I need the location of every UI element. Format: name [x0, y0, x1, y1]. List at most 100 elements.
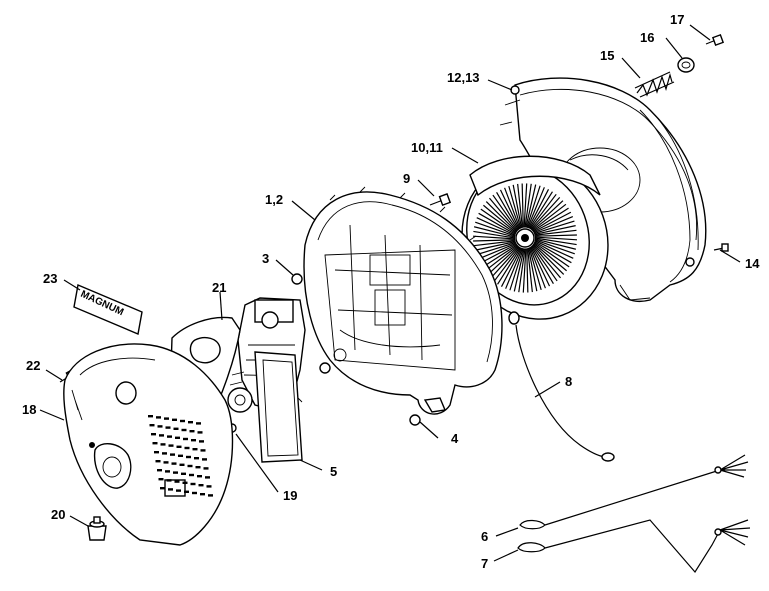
fan-blade — [534, 237, 577, 246]
fan-wheel — [461, 155, 609, 320]
part-number-labels: 17 16 15 12,13 10,11 9 1,2 3 14 23 21 22… — [22, 12, 760, 571]
fan-blade — [531, 200, 564, 231]
fan-blade — [534, 241, 572, 264]
label-3: 3 — [262, 251, 269, 266]
label-7: 7 — [481, 556, 488, 571]
grille-slot — [198, 484, 204, 487]
fan-blade — [476, 242, 517, 260]
fan-blade — [533, 241, 570, 268]
grille-slot — [184, 446, 190, 450]
fan-blade — [475, 221, 516, 237]
grille-slot — [168, 444, 174, 447]
fan-blade — [534, 236, 578, 241]
grille-slot — [189, 473, 194, 477]
fan-blade — [473, 230, 516, 239]
fan-blade — [473, 240, 516, 247]
fan-blade — [473, 239, 516, 242]
fan-blade — [526, 185, 541, 228]
grille-slot — [170, 453, 175, 456]
fan-blade — [513, 248, 525, 292]
label-17: 17 — [670, 12, 684, 27]
grille-slot — [181, 428, 187, 432]
screw-14 — [713, 243, 729, 252]
front-shroud — [63, 343, 234, 546]
fan-blade — [504, 187, 521, 230]
grille-slot — [164, 417, 169, 420]
grille-slot — [171, 462, 177, 465]
fan-blade — [489, 246, 520, 280]
fan-blade — [508, 185, 522, 229]
grille-slot — [202, 458, 207, 461]
fan-blade — [518, 248, 526, 293]
label-8: 8 — [565, 374, 572, 389]
fan-blade — [530, 245, 554, 285]
grille-slot — [173, 471, 178, 474]
grille-slot — [194, 457, 199, 460]
grille-slot — [160, 487, 165, 490]
grille-slot — [165, 426, 171, 429]
grille-slot — [203, 467, 209, 470]
grille-slot — [172, 418, 177, 421]
fan-blade — [526, 248, 529, 293]
label-5: 5 — [330, 464, 337, 479]
grille-slot — [200, 493, 205, 496]
grille-slot — [156, 416, 161, 419]
fan-blade — [534, 239, 575, 255]
label-16: 16 — [640, 30, 654, 45]
throttle-cable-7 — [517, 519, 751, 574]
label-18: 18 — [22, 402, 36, 417]
fan-blade — [534, 225, 576, 235]
fan-blade — [483, 244, 519, 273]
fan-blade — [474, 241, 516, 251]
fan-blade — [505, 247, 523, 289]
fan-blade — [532, 243, 565, 275]
label-14: 14 — [745, 256, 760, 271]
fan-blade — [496, 191, 520, 231]
label-19: 19 — [283, 488, 297, 503]
fan-blade — [532, 211, 572, 233]
fan-blade — [529, 246, 546, 289]
fan-blade — [530, 196, 561, 230]
grille-slot — [206, 485, 212, 488]
label-12-13: 12,13 — [447, 70, 480, 85]
grille-slot — [187, 464, 193, 468]
grille-slot — [163, 461, 169, 464]
fan-blade — [476, 217, 516, 236]
grille-slot — [208, 494, 213, 497]
grille-slot — [200, 449, 206, 452]
grille-slot — [159, 434, 164, 437]
gasket-plate — [254, 351, 303, 463]
fan-blade — [486, 245, 519, 276]
nut-4 — [409, 414, 421, 426]
grille-slot — [149, 424, 155, 427]
grille-slot — [190, 482, 196, 486]
grille-slot — [186, 455, 191, 459]
label-6: 6 — [481, 529, 488, 544]
ground-cable — [508, 311, 615, 462]
fan-blade — [521, 183, 524, 228]
grille-slot — [188, 421, 193, 424]
grille-slot — [157, 469, 162, 472]
leader-lines — [39, 24, 741, 562]
grille-slot — [182, 481, 188, 484]
fan-blade — [481, 244, 518, 269]
grille-slot — [197, 431, 203, 434]
screw-17 — [705, 33, 725, 47]
grille-slot — [192, 491, 197, 495]
nut-3 — [291, 273, 303, 285]
label-10-11: 10,11 — [411, 140, 443, 155]
fan-blade — [497, 247, 522, 285]
grille-slot — [165, 470, 170, 473]
grille-slot — [197, 475, 202, 478]
grille-slot — [181, 472, 186, 475]
label-4: 4 — [451, 431, 459, 446]
grille-slot — [175, 436, 180, 439]
grille-slot — [192, 448, 198, 451]
fan-blade — [472, 235, 516, 240]
grille-slot — [166, 479, 172, 482]
fan-blade — [499, 189, 520, 230]
fan-blade — [533, 242, 567, 272]
fan-blade — [531, 203, 567, 232]
fan-blade — [493, 246, 521, 283]
fan-blade — [531, 245, 558, 282]
